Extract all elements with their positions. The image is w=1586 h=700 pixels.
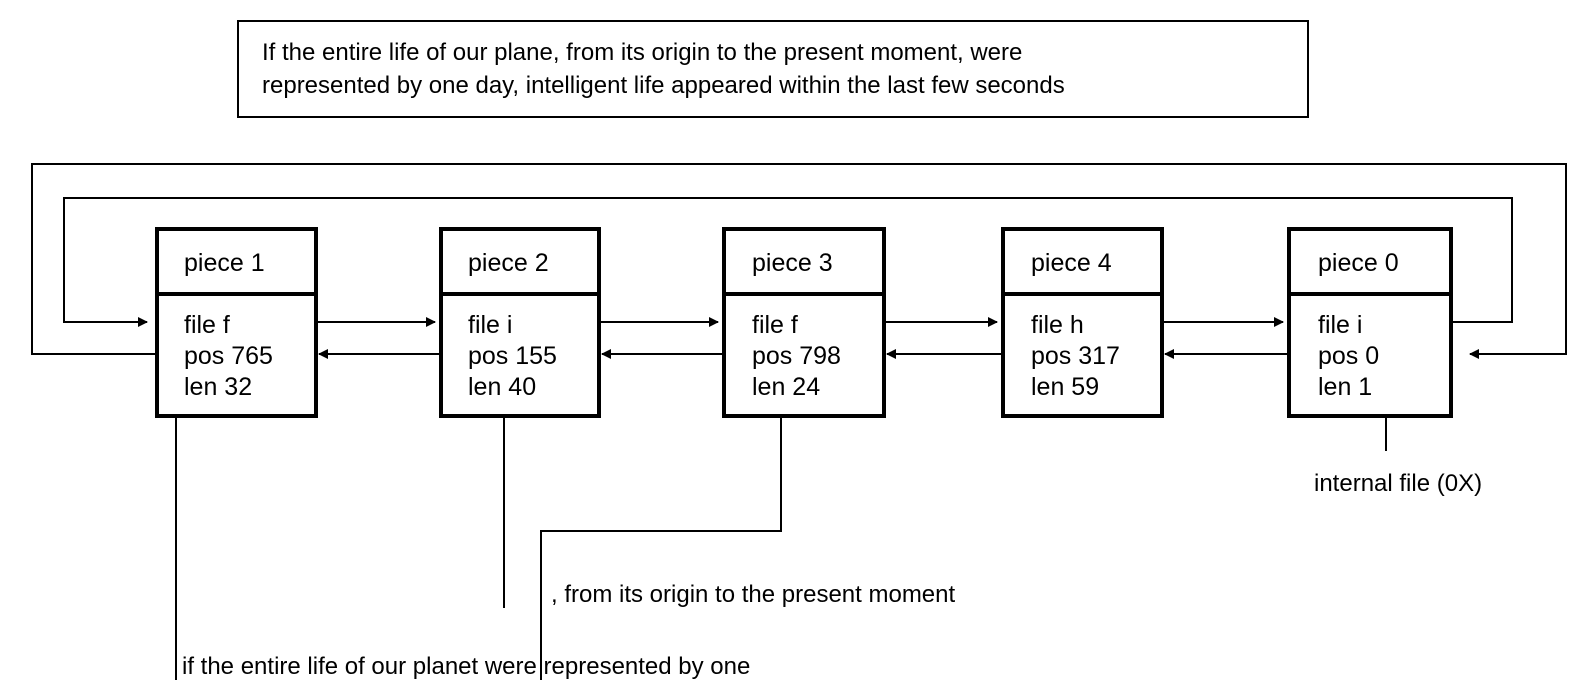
piece-pos: pos 798 [752,342,841,370]
piece-pos: pos 317 [1031,342,1120,370]
outer-loop-connector [31,163,1567,359]
piece-box-2: piece 2 file i pos 155 len 40 [439,227,601,418]
leader-lines [175,418,1387,680]
leader-piece-3 [540,418,782,680]
piece-len: len 1 [1318,373,1372,401]
piece-file: file f [752,311,798,339]
piece-box-4: piece 4 file h pos 317 len 59 [1001,227,1164,418]
piece-box-0: piece 0 file i pos 0 len 1 [1287,227,1453,418]
piece-len: len 59 [1031,373,1099,401]
piece-pos: pos 155 [468,342,557,370]
piece-len: len 24 [752,373,820,401]
piece-file: file i [468,311,512,339]
piece-box-1: piece 1 file f pos 765 len 32 [155,227,318,418]
piece-title: piece 3 [752,249,833,277]
summary-box: If the entire life of our plane, from it… [237,20,1309,118]
internal-file-label: internal file (0X) [1314,470,1482,497]
piece-len: len 40 [468,373,536,401]
piece-3-text-fragment: , from its origin to the present moment [551,581,956,608]
piece-title: piece 2 [468,249,549,277]
piece-title: piece 1 [184,249,265,277]
piece-file: file h [1031,311,1084,339]
piece-1-text-fragment: if the entire life of our planet were re… [182,653,750,680]
piece-title: piece 4 [1031,249,1112,277]
piece-file: file f [184,311,230,339]
piece-title: piece 0 [1318,249,1399,277]
piece-pos: pos 765 [184,342,273,370]
piece-pos: pos 0 [1318,342,1379,370]
summary-line-2: represented by one day, intelligent life… [262,72,1065,99]
piece-file: file i [1318,311,1362,339]
piece-box-3: piece 3 file f pos 798 len 24 [722,227,886,418]
summary-line-1: If the entire life of our plane, from it… [262,39,1022,66]
inner-loop-connector [63,197,1513,327]
piece-len: len 32 [184,373,252,401]
